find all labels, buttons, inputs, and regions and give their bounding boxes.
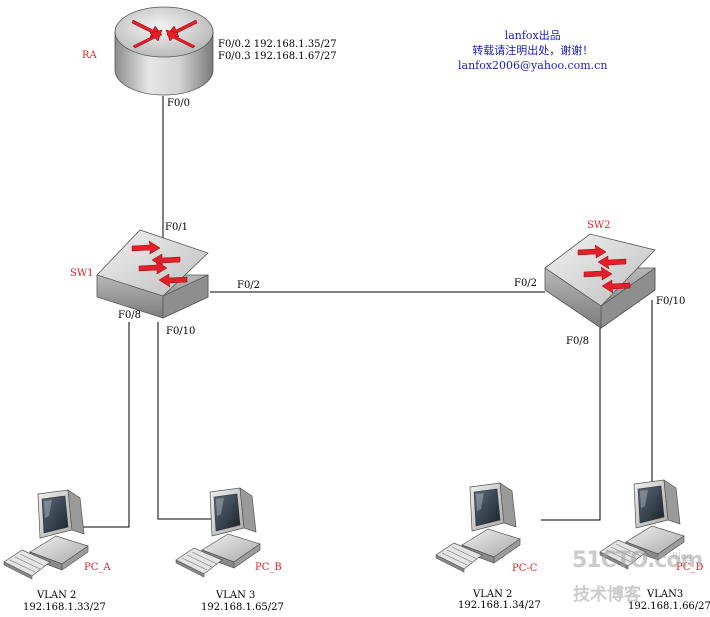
links bbox=[76, 96, 653, 528]
watermark-tag: Blog bbox=[672, 552, 692, 562]
credit-block: lanfox出品 转载请注明出处，谢谢！ lanfox2006@yahoo.co… bbox=[458, 28, 607, 73]
pc-b-name: PC_B bbox=[255, 562, 282, 573]
switch-icon bbox=[544, 233, 656, 329]
sw1-port-b: F0/10 bbox=[166, 326, 196, 337]
link-sw1-pc-b bbox=[157, 322, 211, 520]
computer-icon bbox=[3, 489, 89, 580]
sw2-port-c: F0/8 bbox=[566, 336, 590, 347]
computer-icon bbox=[599, 479, 685, 570]
pc-b-ip: 192.168.1.65/27 bbox=[201, 602, 284, 613]
sw1-port-trunk: F0/2 bbox=[237, 280, 261, 291]
credit-note: 转载请注明出处，谢谢！ bbox=[472, 44, 594, 57]
pc-d-ip: 192.168.1.66/27 bbox=[628, 601, 710, 612]
pc-c-vlan: VLAN 2 bbox=[473, 589, 513, 600]
switch-icon bbox=[96, 229, 209, 319]
computer-icon bbox=[175, 487, 261, 578]
pc-b-vlan: VLAN 3 bbox=[216, 590, 256, 601]
sw1-port-up: F0/1 bbox=[165, 222, 189, 233]
link-sw1-pc-a bbox=[76, 322, 130, 528]
router-name: RA bbox=[82, 50, 97, 61]
sw2-name: SW2 bbox=[587, 220, 611, 231]
router-port-label: F0/0 bbox=[167, 98, 191, 109]
computer-icon bbox=[435, 482, 521, 573]
pc-a-vlan: VLAN 2 bbox=[37, 590, 77, 601]
credit-email: lanfox2006@yahoo.com.cn bbox=[458, 59, 608, 72]
router-subif-3: F0/0.3 192.168.1.67/27 bbox=[218, 51, 337, 62]
router-icon bbox=[114, 6, 214, 96]
sw1-name: SW1 bbox=[70, 268, 94, 279]
pc-a-ip: 192.168.1.33/27 bbox=[23, 602, 106, 613]
watermark-logo: 51CTO.com bbox=[572, 548, 703, 573]
link-sw2-pc-c bbox=[541, 325, 601, 521]
watermark-sub: 技术博客 bbox=[573, 585, 641, 605]
credit-title: lanfox出品 bbox=[504, 29, 561, 42]
sw2-port-trunk: F0/2 bbox=[514, 278, 538, 289]
pc-c-name: PC-C bbox=[512, 563, 538, 574]
pc-d-name: PC_D bbox=[676, 562, 704, 573]
router-subif-2: F0/0.2 192.168.1.35/27 bbox=[218, 39, 337, 50]
pc-c-ip: 192.168.1.34/27 bbox=[458, 600, 541, 611]
pc-a-name: PC_A bbox=[84, 562, 111, 573]
sw2-port-d: F0/10 bbox=[656, 296, 686, 307]
sw1-port-a: F0/8 bbox=[118, 310, 142, 321]
pc-d-vlan: VLAN3 bbox=[647, 589, 684, 600]
